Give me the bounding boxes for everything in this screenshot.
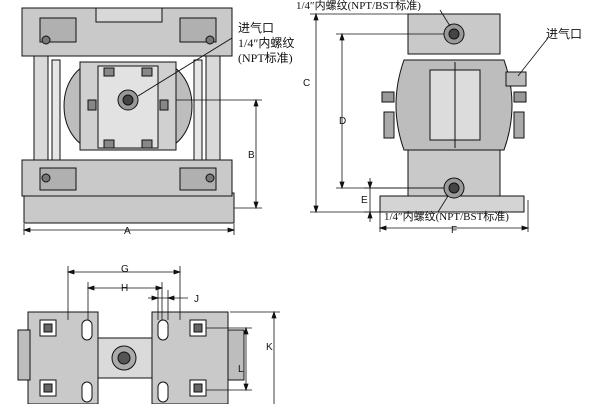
dimension-G [66, 266, 182, 320]
dimension-C-label: C [303, 78, 310, 89]
dimension-D-label: D [339, 116, 346, 127]
dimension-H [86, 282, 164, 320]
dimension-E [364, 178, 444, 222]
air-inlet-label: 进气口 [238, 20, 274, 35]
dimension-J-label: J [194, 294, 199, 305]
dimension-L [206, 326, 252, 392]
side-view [379, 13, 527, 213]
bottom-thread-label: 1/4″内螺纹(NPT/BST标准) [384, 209, 509, 223]
dimension-J [148, 290, 188, 320]
dimension-L-label: L [238, 364, 244, 375]
side-top-thread-callout: 1/4″内螺纹(NPT/BST标准) [296, 0, 451, 27]
dimension-B-label: B [248, 150, 255, 161]
dimension-F [378, 200, 530, 232]
dimension-K-label: K [266, 342, 273, 353]
dimension-E-label: E [361, 195, 368, 206]
front-view [21, 7, 235, 224]
dimension-K [230, 310, 280, 404]
side-air-inlet-label: 进气口 [546, 26, 582, 41]
dimension-B [176, 98, 262, 210]
front-base-plate [23, 192, 235, 224]
dimension-A [22, 224, 236, 235]
dimension-G-label: G [121, 264, 129, 275]
dimension-H-label: H [121, 283, 128, 294]
side-bottom-thread-callout: 1/4″内螺纹(NPT/BST标准) [384, 195, 509, 223]
dimension-F-label: F [451, 225, 457, 236]
side-air-inlet-callout: 进气口 [517, 26, 582, 77]
front-thread-label-line1: 1/4″内螺纹 [238, 36, 294, 50]
dimension-A-label: A [124, 226, 131, 237]
front-thread-label-line2: (NPT标准) [238, 51, 293, 65]
top-thread-label: 1/4″内螺纹(NPT/BST标准) [296, 0, 421, 12]
front-air-inlet-callout: 进气口 1/4″内螺纹 (NPT标准) [137, 20, 294, 97]
plan-view [17, 311, 245, 404]
